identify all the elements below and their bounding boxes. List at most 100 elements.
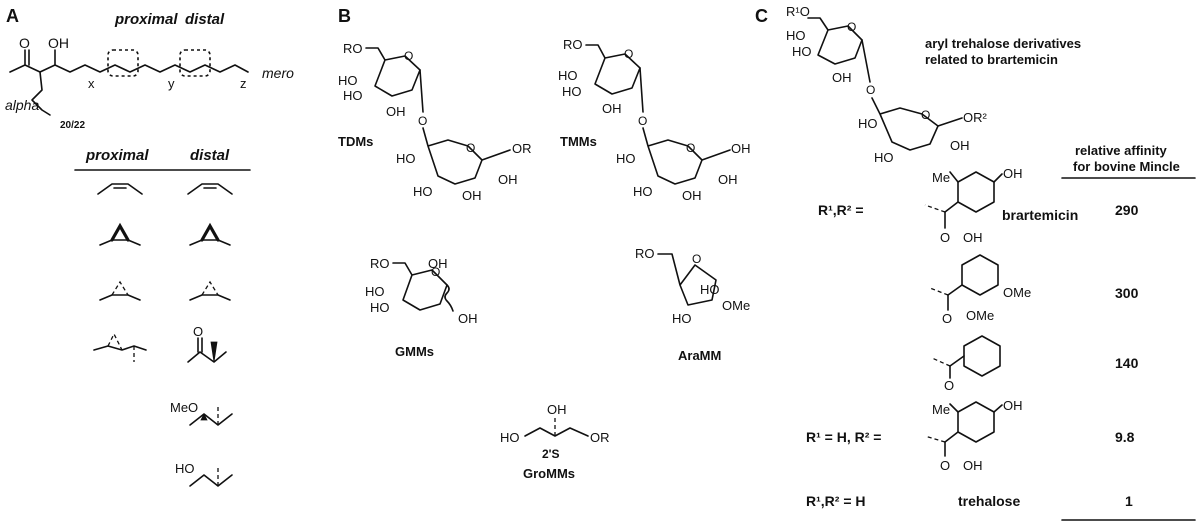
table-header-distal: distal <box>190 147 230 164</box>
row-dimethoxy: O OMe OMe 300 <box>929 254 1139 326</box>
trehalose-ho1: HO <box>786 28 806 43</box>
tdm-label: TDMs <box>338 134 373 149</box>
panel-c-label: C <box>755 6 768 26</box>
tdm-ho1: HO <box>338 73 358 88</box>
cis-alkene-distal <box>187 183 233 195</box>
mycolic-acid-structure: proximal distal O OH x y z mero alpha 20… <box>5 11 294 131</box>
tmm-link-o: O <box>638 114 647 128</box>
tmm-ring-o1: O <box>624 47 633 61</box>
tdm-link-bond <box>419 69 424 113</box>
tmm-ring-o2: O <box>686 141 695 155</box>
row4-me: Me <box>932 402 950 417</box>
gromm-or: OR <box>590 430 610 445</box>
methoxy-label: MeO <box>170 400 198 415</box>
gromm-label: GroMMs <box>523 466 575 481</box>
trehalose-oh2: OH <box>950 138 970 153</box>
row2-acyl-bond <box>947 284 963 296</box>
row1-oh-a: OH <box>1003 166 1023 181</box>
row3-o: O <box>944 378 954 393</box>
row4-acyl-bond <box>944 431 959 443</box>
trehalose-link-bond <box>861 39 871 83</box>
tdm-ring-o1: O <box>404 49 413 63</box>
row1-oh-bond-a <box>993 173 1003 183</box>
distal-label: distal <box>185 11 225 28</box>
aramm-ho2: HO <box>672 311 692 326</box>
methoxy-wedge <box>200 413 208 421</box>
row1-label: R¹,R² = <box>818 202 864 218</box>
tmm-ho4: HO <box>633 184 653 199</box>
tdm-oh2: OH <box>498 172 518 187</box>
gromm-backbone <box>524 427 589 437</box>
trehalose-ring-o2: O <box>921 108 930 122</box>
row1-value: 290 <box>1115 202 1139 218</box>
alpha-label: alpha <box>5 97 39 113</box>
distal-site-box <box>179 49 211 77</box>
tdm-ho2: HO <box>343 88 363 103</box>
keto-chain <box>187 351 227 363</box>
row1-me-bond <box>949 171 959 183</box>
hydroxy-chain <box>189 474 233 487</box>
tdm-oh1: OH <box>386 104 406 119</box>
row4-label: R¹ = H, R² = <box>806 429 881 445</box>
tmm-label: TMMs <box>560 134 597 149</box>
trehalose-core-structure: R¹O O HO HO OH O O OR² HO HO OH <box>786 4 988 165</box>
aramm-label: AraMM <box>678 348 721 363</box>
tmm-link-bond <box>639 67 644 113</box>
panel-a-label: A <box>6 6 19 26</box>
cyclopropane-dashed-proximal-ring <box>111 280 129 296</box>
tmm-oh3: OH <box>682 188 702 203</box>
row1-benzene <box>957 171 995 213</box>
affinity-header-line2: for bovine Mincle <box>1073 159 1180 174</box>
panel-b-label: B <box>338 6 351 26</box>
aramm-ring-o: O <box>692 252 701 266</box>
trehalose-link-o: O <box>866 83 875 97</box>
row2-ome-a: OMe <box>1003 285 1031 300</box>
gmm-structure: RO O OH HO HO OH GMMs <box>365 256 478 359</box>
tmm-oh1: OH <box>602 101 622 116</box>
row-trehalose: R¹,R² = H trehalose 1 <box>806 493 1133 509</box>
tdm-ring-2 <box>422 127 483 185</box>
trehalose-or2: OR² <box>963 110 988 125</box>
gmm-anomeric-wavy <box>444 284 454 312</box>
gromm-ho: HO <box>500 430 520 445</box>
row1-attach-bond <box>924 204 946 213</box>
trehalose-ring-2 <box>871 97 939 151</box>
tmm-ho2: HO <box>562 84 582 99</box>
trans-cyclopropane-proximal <box>93 345 147 351</box>
tdm-structure: RO O HO HO OH O O OR HO HO OH OH TDMs <box>338 41 532 203</box>
row2-ome-b: OMe <box>966 308 994 323</box>
row1-me: Me <box>932 170 950 185</box>
gromm-oh: OH <box>547 402 567 417</box>
hydroxy-label: HO <box>175 461 195 476</box>
row3-benzene <box>963 335 1001 377</box>
tdm-ho4: HO <box>413 184 433 199</box>
carbonyl-o: O <box>19 35 30 51</box>
x-subscript: x <box>88 76 95 91</box>
gromm-structure: HO OH OR 2'S GroMMs <box>500 402 610 481</box>
trehalose-ho3: HO <box>858 116 878 131</box>
aramm-ho1: HO <box>700 282 720 297</box>
tmm-ro: RO <box>563 37 583 52</box>
affinity-header-line1: relative affinity <box>1075 143 1168 158</box>
trehalose-ho4: HO <box>874 150 894 165</box>
row1-acyl-bond <box>944 201 959 213</box>
panel-c-title-line2: related to brartemicin <box>925 52 1058 67</box>
row4-me-bond <box>949 403 959 413</box>
row2-value: 300 <box>1115 285 1139 301</box>
gmm-ring-o: O <box>431 265 440 279</box>
tdm-link-o: O <box>418 114 427 128</box>
row2-o: O <box>942 311 952 326</box>
tdm-ring-o2: O <box>466 141 475 155</box>
alpha-chain <box>31 71 51 116</box>
row4-benzene <box>957 401 995 443</box>
tmm-ho3: HO <box>616 151 636 166</box>
tdm-ho3: HO <box>396 151 416 166</box>
trehalose-oh1: OH <box>832 70 852 85</box>
tmm-c6 <box>701 149 731 161</box>
tdm-c6 <box>481 149 511 161</box>
row4-o: O <box>940 458 950 473</box>
cyclopropane-dashed-distal <box>189 294 231 301</box>
row5-name: trehalose <box>958 493 1020 509</box>
